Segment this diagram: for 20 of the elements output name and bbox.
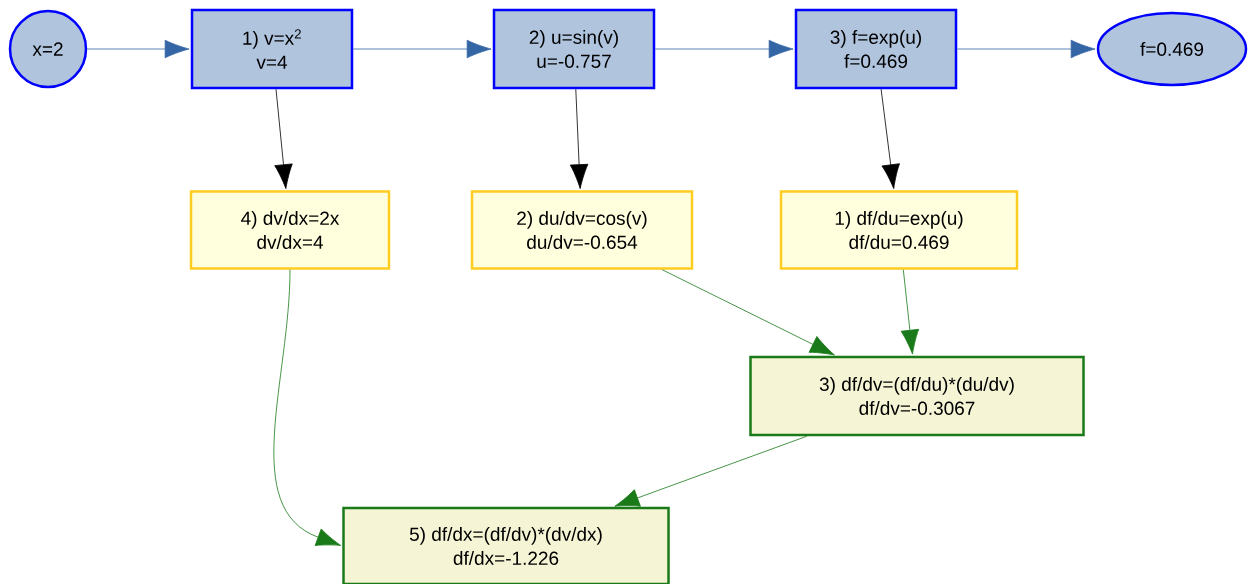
arrow (274, 88, 293, 189)
arrow (614, 435, 808, 507)
derivative-box: 4) dv/dx=2x dv/dx=4 (189, 190, 391, 270)
arrow (654, 39, 794, 59)
value-box: 3) f=exp(u) f=0.469 (794, 8, 958, 90)
derivative-box: 1) df/du=exp(u) df/du=0.469 (779, 190, 1019, 270)
arrow (273, 269, 342, 546)
arrow (900, 269, 920, 355)
arrow (569, 88, 589, 189)
value-box: 1) v=x$^{2}$ v=4 (190, 8, 354, 90)
arrow (352, 39, 492, 59)
chain-rule-box: 5) df/dx=(df/dv)*(dv/dx) df/dx=-1.226 (342, 506, 670, 584)
derivative-box: 2) du/dv=cos(v) du/dv=-0.654 (470, 190, 694, 270)
arrow (661, 269, 835, 356)
arrow (956, 39, 1096, 59)
ellipse-node: x=2 (8, 9, 88, 89)
arrow (86, 39, 190, 59)
arrow (880, 88, 900, 189)
ellipse-node: f=0.469 (1096, 11, 1248, 87)
value-box: 2) u=sin(v) u=-0.757 (492, 8, 656, 90)
